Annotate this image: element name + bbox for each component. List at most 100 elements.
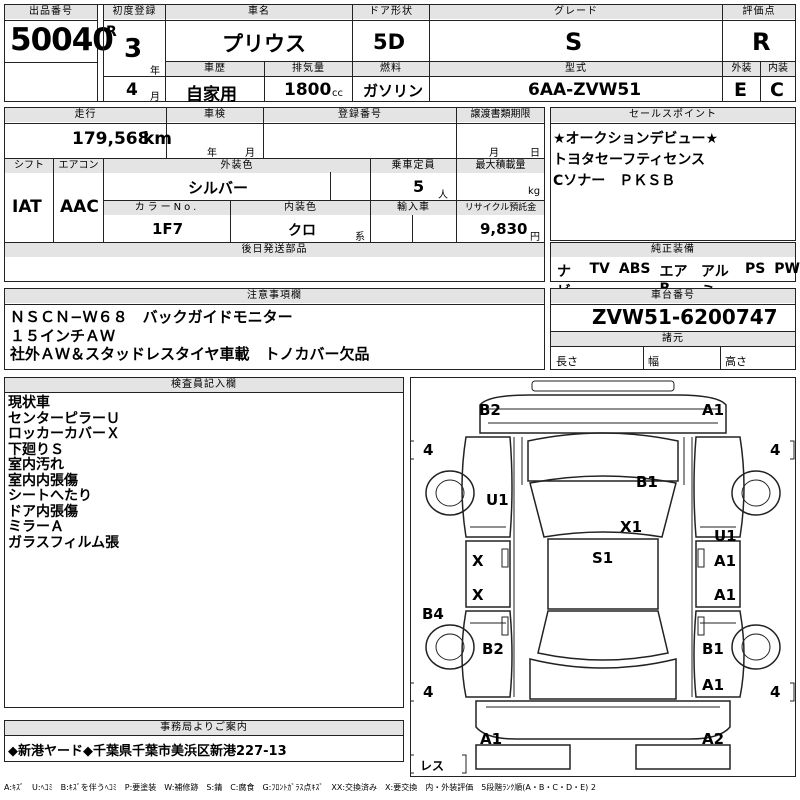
model-label: 型式 [430,62,722,76]
caution-line: ＮＳＣＮ−Ｗ６８ バックガイドモニター [10,308,293,326]
inspector-label: 検査員記入欄 [5,378,403,392]
caution-line: １５インチＡＷ [10,326,116,345]
int-color-unit: 系 [355,232,365,243]
insp-year-unit: 年 [207,148,217,159]
mark-left-rear: B2 [482,640,504,658]
int-score: C [770,79,784,101]
ac: AAC [60,197,99,217]
tr-day-unit: 日 [530,148,540,159]
car-name-label: 車名 [166,5,352,19]
mileage-unit: km [143,129,173,149]
equip-label: 純正装備 [551,243,795,257]
car-diagram: B2 A1 B1 U1 X1 U1 A1 X S1 X A1 B4 B2 B1 … [410,380,795,774]
mark-left-rocker: B4 [422,605,444,623]
vehicle-details [4,107,545,282]
inspector-note: ガラスフィルム張 [8,534,120,551]
mark-center: S1 [592,549,613,567]
sales-label: セールスポイント [551,108,795,122]
standard-equipment [550,242,796,282]
mark-right-front-door: A1 [714,552,736,570]
width-label: 幅 [648,355,659,368]
fuel-label: 燃料 [353,62,429,76]
grade: S [565,28,583,56]
mark-right-pillar: U1 [714,527,737,545]
inspector-box [4,377,404,708]
mark-hood: B1 [636,473,658,491]
reg-no-label: 登録番号 [264,108,456,122]
caution-lines: ＮＳＣＮ−Ｗ６８ バックガイドモニター １５インチＡＷ 社外ＡＷ＆スタッドレスタ… [10,308,370,364]
recycle: 9,830 [480,220,528,238]
mark-roof: X1 [620,518,642,536]
transfer-label: 譲渡書類期限 [457,108,544,122]
mark-front-right: A1 [702,401,724,419]
mark-right-rear-lower: A1 [702,676,724,694]
tire-front-left: 4 [423,441,433,459]
equip-pw: PW [774,261,800,277]
color-label: 外装色 [104,159,370,173]
int-color-label: 内装色 [231,201,370,215]
door-label: ドア形状 [353,5,429,19]
month-unit: 月 [150,92,160,103]
recycle-unit: 円 [530,232,540,243]
history: 自家用 [186,85,237,105]
mark-front-left: B2 [479,401,501,419]
color: シルバー [188,179,249,197]
recycle-label: リサイクル預託金 [457,201,544,215]
inspector-note: ロッカーカバーＸ [8,426,120,442]
chassis-number: ZVW51-6200747 [592,305,778,329]
mileage: 179,568 [72,129,150,149]
int-label: 内装 [761,62,795,76]
displacement: 1800 [284,80,332,100]
int-color: クロ [288,223,316,239]
inspector-note: ミラーＡ [8,519,64,535]
caution-box [4,288,545,370]
color-no-label: カラーNo. [104,201,230,215]
model: 6AA-ZVW51 [528,80,642,100]
legend: A:ｷｽﾞ U:ﾍｺﾐ B:ｷｽﾞを伴うﾍｺﾐ P:要塗装 W:補修跡 S:錆 … [4,783,596,792]
tire-rear-right: 4 [770,683,780,701]
office-box [4,720,404,762]
lot-number: 50040 [10,22,114,58]
fuel: ガソリン [363,82,424,100]
sales-line: Cソナー ＰＫＳＢ [553,173,676,189]
ext-score: E [734,79,747,101]
top-row [4,4,796,102]
mark-rear-left: A1 [480,730,502,748]
max-load-unit: kg [528,186,541,197]
shift-label: シフト [5,159,53,173]
tire-rear-left: 4 [423,683,433,701]
mark-left-front-door: X [472,552,484,570]
later-parts-label: 後日発送部品 [5,243,544,257]
capacity: 5 [413,177,425,196]
door-type: 5D [373,30,406,54]
history-label: 車歴 [166,62,264,76]
chassis-box [550,288,796,370]
score-label: 評価点 [723,5,795,19]
lot-label: 出品番号 [5,5,97,19]
tire-front-right: 4 [770,441,780,459]
equip-tv: TV [589,261,610,277]
mileage-label: 走行 [5,108,166,122]
damage-diagram-box [410,377,796,777]
import-label: 輸入車 [371,201,456,215]
max-load-label: 最大積載量 [457,159,544,173]
inspector-note: ドア内張傷 [8,503,78,520]
mark-rear-right: A2 [702,730,724,748]
era: R [106,24,117,40]
chassis-label: 車台番号 [551,289,795,303]
sales-line: トヨタセーフティセンス [553,152,706,168]
mark-right-rear: B1 [702,640,724,658]
height-label: 高さ [725,355,747,368]
capacity-unit: 人 [438,190,448,201]
ext-label: 外装 [723,62,760,76]
inspector-notes: 現状車 センターピラーＵ ロッカーカバーＸ 下廻りＳ 室内汚れ 室内内張傷 シー… [8,395,120,551]
mark-left-rear-door: X [472,586,484,604]
tr-month-unit: 月 [489,148,499,159]
caution-label: 注意事項欄 [5,289,544,303]
inspector-note: 室内内張傷 [8,472,78,489]
year-unit: 年 [150,66,160,77]
office-label: 事務局よりご案内 [5,721,403,735]
inspector-note: シートへたり [8,488,92,504]
reg-month: 4 [126,80,138,100]
inspector-note: 下廻りＳ [8,441,64,458]
